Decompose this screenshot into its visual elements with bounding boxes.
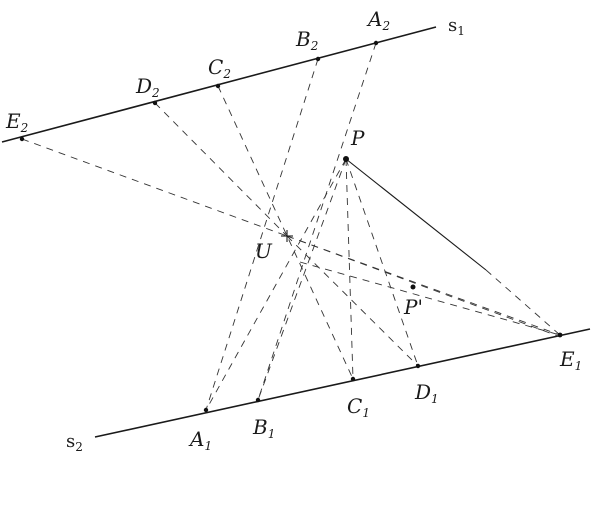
ray-d2-u	[154, 102, 288, 237]
ray-p-d1	[345, 158, 419, 367]
ray-c2-c1	[217, 85, 354, 380]
point-p	[343, 156, 349, 162]
label-b1: B1	[252, 415, 275, 441]
point-b2	[315, 56, 321, 62]
label-s2: s2	[66, 431, 83, 454]
label-a2: A2	[366, 7, 390, 33]
point-c2	[215, 83, 221, 89]
ray-p-e1	[345, 158, 487, 271]
label-c2: C2	[208, 55, 231, 81]
label-c1: C1	[347, 394, 370, 420]
point-u-cross	[281, 230, 293, 242]
label-b2: B2	[295, 27, 318, 53]
label-a1: A1	[188, 427, 212, 453]
label-d2: D2	[135, 74, 160, 100]
label-p: P	[350, 126, 365, 150]
ray-p-c1	[345, 158, 354, 380]
ray-p-a1	[205, 158, 347, 411]
label-e2: E2	[5, 109, 28, 135]
point-c1	[350, 376, 356, 382]
point-b1	[255, 397, 261, 403]
ray-b2-a1	[205, 58, 319, 411]
point-e2	[19, 136, 25, 142]
label-pprime: P'	[403, 295, 423, 319]
label-u: U	[255, 239, 273, 263]
point-e1	[557, 332, 563, 338]
ray-d2-d1	[286, 235, 419, 367]
label-d1: D1	[414, 380, 439, 406]
ray-p-e1-dashed	[485, 269, 561, 336]
ray-p-b1	[257, 158, 347, 401]
ray-pprime-e1	[299, 261, 561, 336]
ray-a2-b1	[257, 42, 377, 401]
point-a1	[203, 407, 209, 413]
point-pprime	[410, 284, 416, 290]
label-s1: s1	[448, 15, 465, 38]
point-d2	[152, 100, 158, 106]
point-a2	[373, 40, 379, 46]
line-s2	[94, 328, 591, 438]
point-d1	[415, 363, 421, 369]
ray-u-e1	[286, 235, 559, 337]
ray-u-e1-lower	[286, 235, 561, 336]
ray-e2-u	[21, 138, 288, 237]
label-e1: E1	[559, 347, 582, 373]
